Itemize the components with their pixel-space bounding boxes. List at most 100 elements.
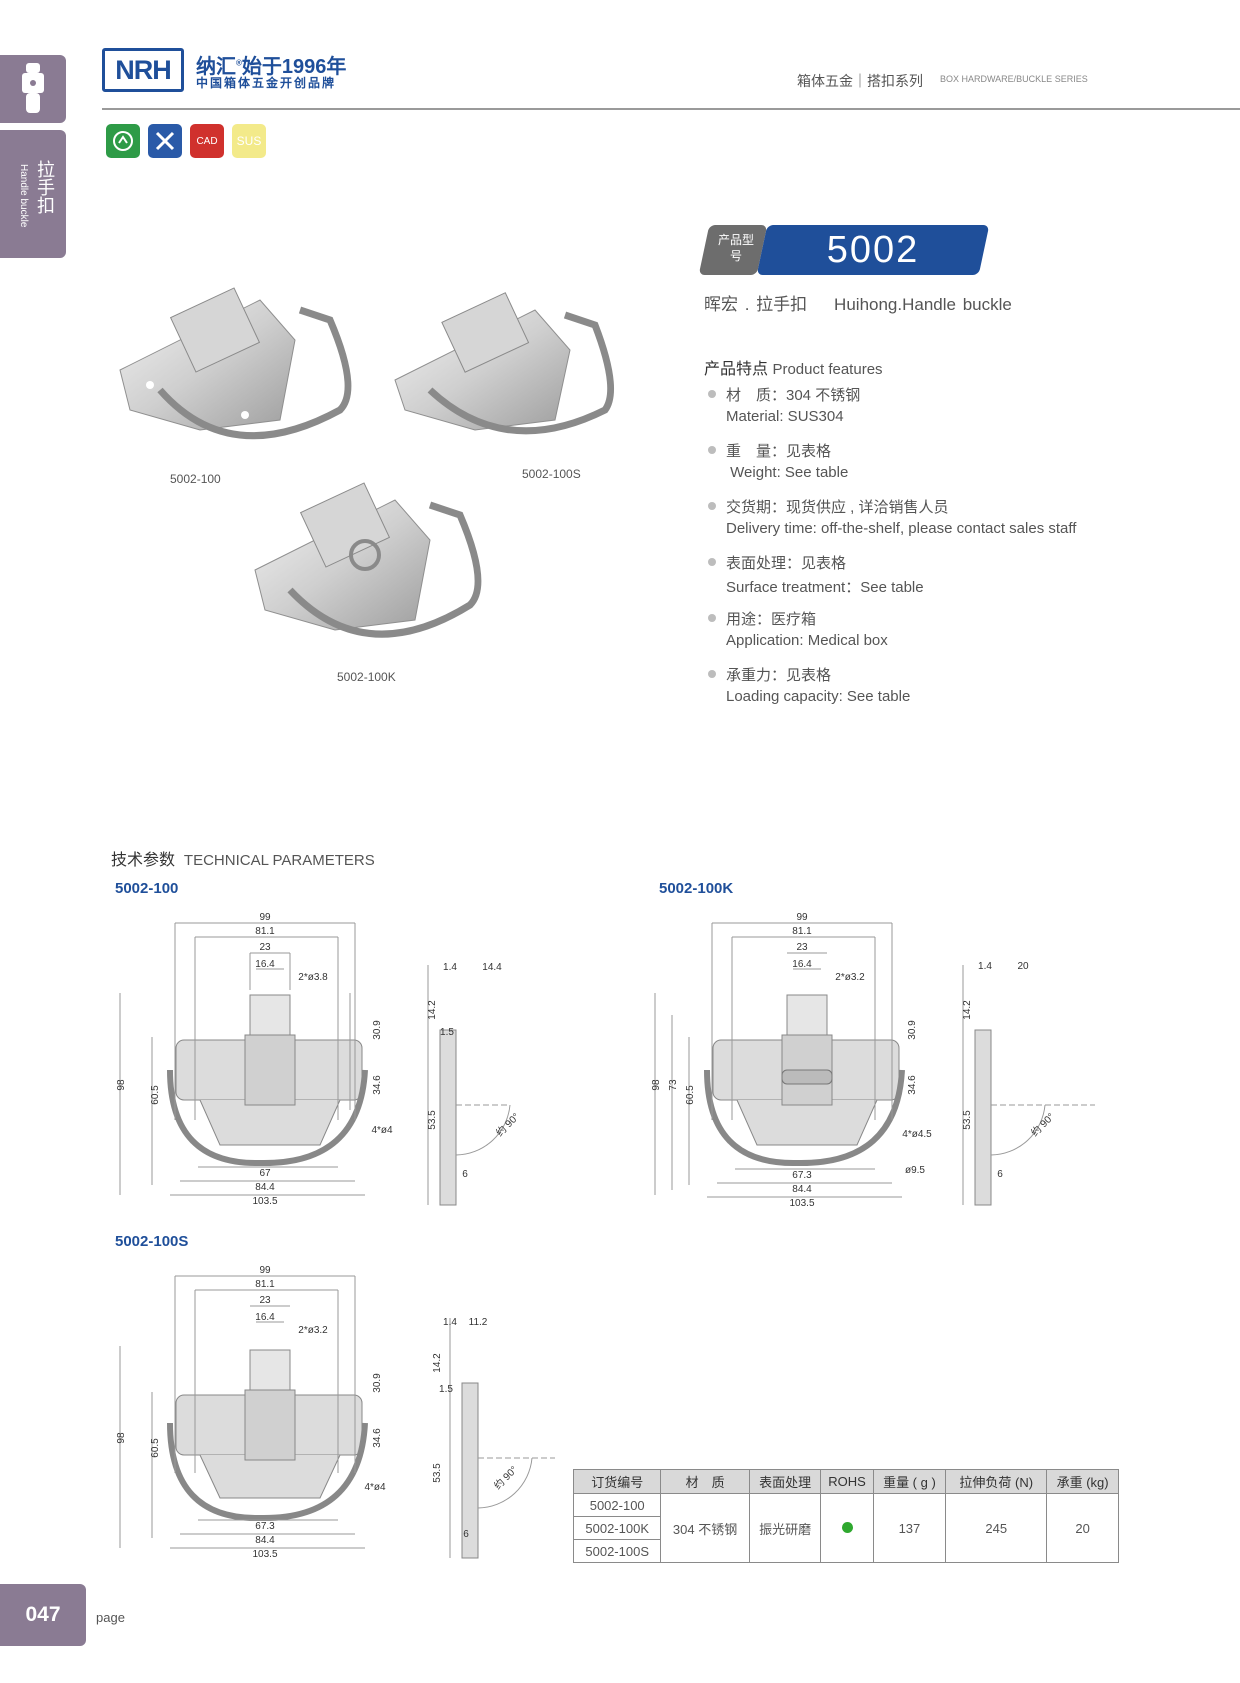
dim-label: 6: [997, 1169, 1003, 1180]
sidebar-label-cn: 拉手扣: [35, 160, 55, 214]
order-code: 5002-100S: [572, 1539, 662, 1563]
dim-label: 1.4: [443, 962, 457, 973]
dim-label: 81.1: [255, 926, 275, 937]
product-photos: [119, 287, 615, 638]
dim-label: 67: [259, 1168, 271, 1179]
finish-cell: 振光研磨: [748, 1493, 822, 1563]
dim-label: 14.4: [482, 962, 502, 973]
dim-label: 60.5: [150, 1438, 161, 1458]
photo-label: 5002-100: [170, 472, 221, 486]
dim-label: ø9.5: [905, 1165, 925, 1176]
order-code: 5002-100: [572, 1493, 662, 1517]
dim-label: 60.5: [150, 1085, 161, 1105]
dim-label: 53.5: [962, 1110, 973, 1130]
drawing-5002-100S: 99 81.1 23 16.4 2*ø3.2 30.9 34.6 4*ø4 98…: [116, 1265, 555, 1560]
dim-label: 84.4: [255, 1535, 275, 1546]
page-word: page: [96, 1610, 125, 1625]
weight-cell: 137: [872, 1493, 947, 1563]
order-code: 5002-100K: [572, 1516, 662, 1540]
drawing-title: 5002-100K: [659, 880, 734, 897]
dim-label: 4*ø4: [364, 1482, 386, 1493]
model-tag-label: 产品型号: [717, 233, 754, 263]
material-cell: 304 不锈钢: [660, 1493, 750, 1563]
series-title-cn: 箱体五金｜搭扣系列: [797, 73, 923, 89]
dim-label: 16.4: [255, 1312, 275, 1323]
table-row: 5002-100K: [572, 1516, 1119, 1540]
tech-title: 技术参数 TECHNICAL PARAMETERS: [111, 852, 375, 869]
table-header: 拉伸负荷 (N): [945, 1469, 1048, 1494]
dim-label: 14.2: [432, 1353, 443, 1373]
dim-label: 2*ø3.2: [298, 1325, 328, 1336]
dim-label: 23: [796, 942, 808, 953]
model-number: 5002: [826, 229, 920, 271]
dim-label: 20: [1017, 961, 1029, 972]
dim-label: 30.9: [907, 1020, 918, 1040]
table-row: 5002-100 304 不锈钢 振光研磨 137 245 20: [572, 1493, 1119, 1563]
dim-label: 99: [796, 912, 808, 923]
dim-label: 1.5: [439, 1384, 453, 1395]
product-subtitle: 晖宏 . 拉手扣 Huihong.Handle buckle: [704, 295, 1012, 314]
dim-label: 81.1: [255, 1279, 275, 1290]
dim-label: 84.4: [255, 1182, 275, 1193]
dim-label: 67.3: [792, 1170, 812, 1181]
drawing-5002-100: 99 81.1 23 16.4 2*ø3.8 30.9 34.6 4*ø4 98…: [116, 912, 522, 1207]
photo-label: 5002-100K: [337, 670, 396, 684]
dim-label: 34.6: [372, 1428, 383, 1448]
dim-label: 6: [463, 1529, 469, 1540]
load-cell: 20: [1046, 1493, 1119, 1563]
tensile-cell: 245: [945, 1493, 1048, 1563]
table-header-row: 订货编号 材 质 表面处理 ROHS 重量 ( g ) 拉伸负荷 (N) 承重 …: [572, 1469, 1119, 1494]
photo-label: 5002-100S: [522, 467, 581, 481]
dim-label: 81.1: [792, 926, 812, 937]
table-header: ROHS: [820, 1469, 874, 1494]
dim-label: 53.5: [432, 1463, 443, 1483]
dim-label: 34.6: [907, 1075, 918, 1095]
table-header: 材 质: [660, 1469, 750, 1494]
dim-label: 约 90°: [493, 1110, 522, 1139]
dim-label: 98: [116, 1079, 127, 1091]
dim-label: 73: [668, 1079, 679, 1091]
dim-label: 30.9: [372, 1020, 383, 1040]
cad-badge-icon: CAD: [190, 124, 224, 158]
dim-label: 84.4: [792, 1184, 812, 1195]
dim-label: 23: [259, 942, 271, 953]
product-photo-5002-100S: [394, 292, 615, 435]
brand-logo: NRH: [102, 48, 184, 92]
dim-label: 103.5: [252, 1549, 277, 1560]
dim-label: 11.2: [469, 1317, 488, 1328]
table-header: 承重 (kg): [1046, 1469, 1119, 1494]
sus-badge-icon: SUS: [232, 124, 266, 158]
dim-label: 4*ø4: [371, 1125, 393, 1136]
dim-label: 16.4: [792, 959, 812, 970]
brand-name: 纳汇®始于1996年: [196, 56, 347, 78]
rohs-compliant-icon: [841, 1521, 853, 1533]
dim-label: 6: [462, 1169, 468, 1180]
dim-label: 67.3: [255, 1521, 275, 1532]
dim-label: 99: [259, 912, 271, 923]
dim-label: 103.5: [789, 1198, 814, 1209]
table-header: 表面处理: [748, 1469, 822, 1494]
table-row: 5002-100S: [572, 1539, 1119, 1563]
table-header: 订货编号: [572, 1469, 662, 1494]
dim-label: 60.5: [685, 1085, 696, 1105]
rohs-cell: [820, 1493, 874, 1563]
dim-label: 1.5: [440, 1027, 454, 1038]
product-photo-5002-100: [119, 287, 352, 440]
dim-label: 14.2: [427, 1000, 438, 1020]
dim-label: 4*ø4.5: [902, 1129, 932, 1140]
drawing-title: 5002-100: [115, 880, 179, 897]
dim-label: 103.5: [252, 1196, 277, 1207]
feature-item: 重 量：见表格 Weight: See table: [708, 440, 1168, 496]
header-divider: [102, 108, 1240, 110]
series-title-en: BOX HARDWARE/BUCKLE SERIES: [940, 74, 1088, 84]
drawing-5002-100K: 99 81.1 23 16.4 2*ø3.2 30.9 34.6 4*ø4.5 …: [651, 912, 1095, 1209]
page-number: 047: [0, 1584, 86, 1646]
dim-label: 2*ø3.2: [835, 972, 865, 983]
sidebar-icon-tab: [0, 55, 66, 123]
dim-label: 1.4: [978, 961, 992, 972]
